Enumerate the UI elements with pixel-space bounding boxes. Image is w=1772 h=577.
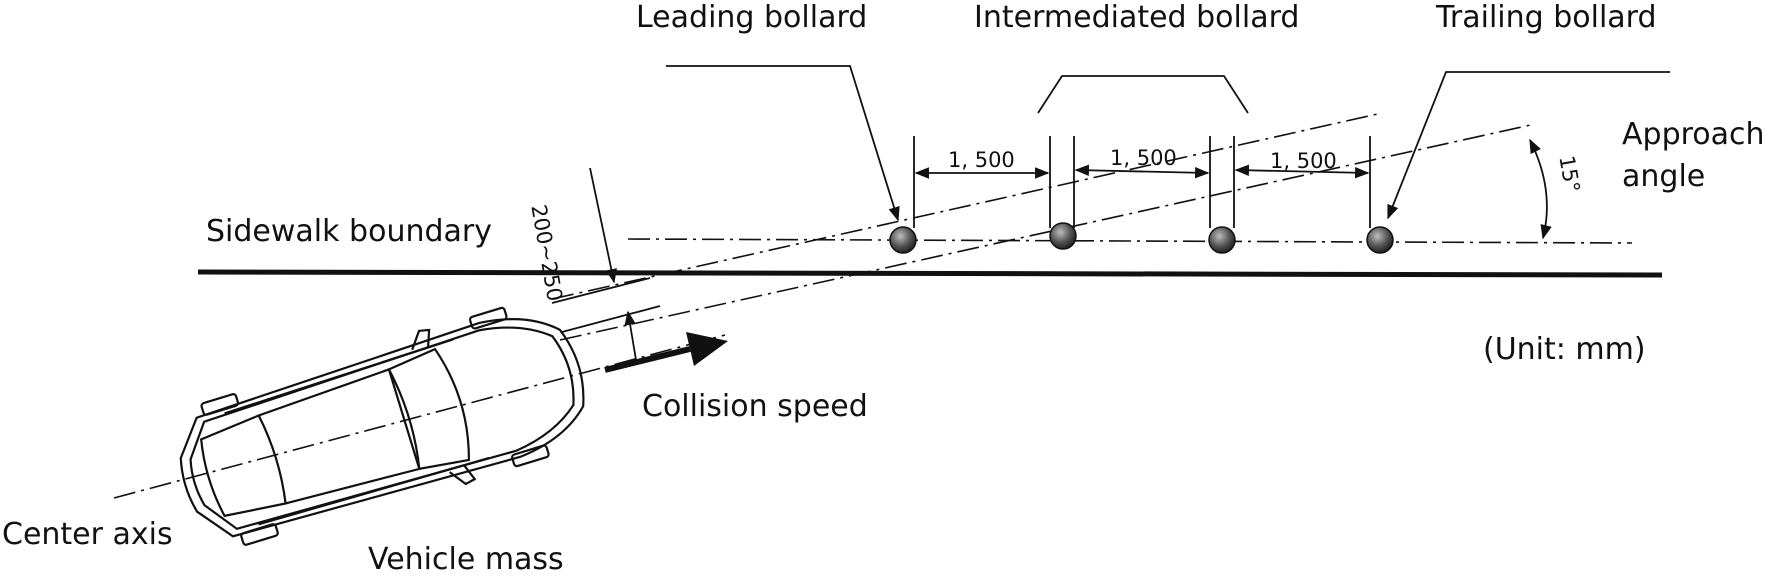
bollard-centerline xyxy=(627,238,1633,244)
intermediated-bollard-label: Intermediated bollard xyxy=(974,0,1300,35)
collision-speed-arrow xyxy=(604,332,728,373)
intermediated-bollard-2 xyxy=(1208,226,1236,254)
approach-angle-arc xyxy=(1529,138,1552,240)
dimension-extension-lines xyxy=(913,136,1371,228)
dimension-arrows xyxy=(914,164,1370,179)
spacing-dimension-3: 1, 500 xyxy=(1270,149,1337,173)
approach-angle-value: 15° xyxy=(1554,153,1585,195)
intermediated-bollard-1 xyxy=(1049,222,1077,250)
spacing-dimension-2: 1, 500 xyxy=(1110,146,1177,170)
approach-label-line1: Approach xyxy=(1622,117,1765,152)
bollard-leaders xyxy=(666,65,1670,222)
approach-label-line2: angle xyxy=(1622,159,1706,194)
sidewalk-boundary-label: Sidewalk boundary xyxy=(206,214,492,249)
vehicle xyxy=(179,306,585,546)
sidewalk-boundary-line xyxy=(197,269,1663,278)
spacing-dimension-1: 1, 500 xyxy=(948,148,1015,172)
trailing-bollard xyxy=(1366,226,1394,254)
collision-speed-label: Collision speed xyxy=(642,389,868,424)
center-axis-line xyxy=(113,334,726,499)
offset-line-upper xyxy=(551,112,1383,300)
offset-line-lower xyxy=(559,123,1536,341)
center-axis-label: Center axis xyxy=(2,517,173,552)
offset-dimension xyxy=(551,167,661,361)
vehicle-mass-label: Vehicle mass xyxy=(368,542,564,577)
bollards xyxy=(889,222,1394,254)
unit-label: (Unit: mm) xyxy=(1483,332,1646,367)
leading-bollard xyxy=(889,226,917,254)
trailing-bollard-label: Trailing bollard xyxy=(1436,0,1657,35)
leading-bollard-label: Leading bollard xyxy=(636,0,868,35)
